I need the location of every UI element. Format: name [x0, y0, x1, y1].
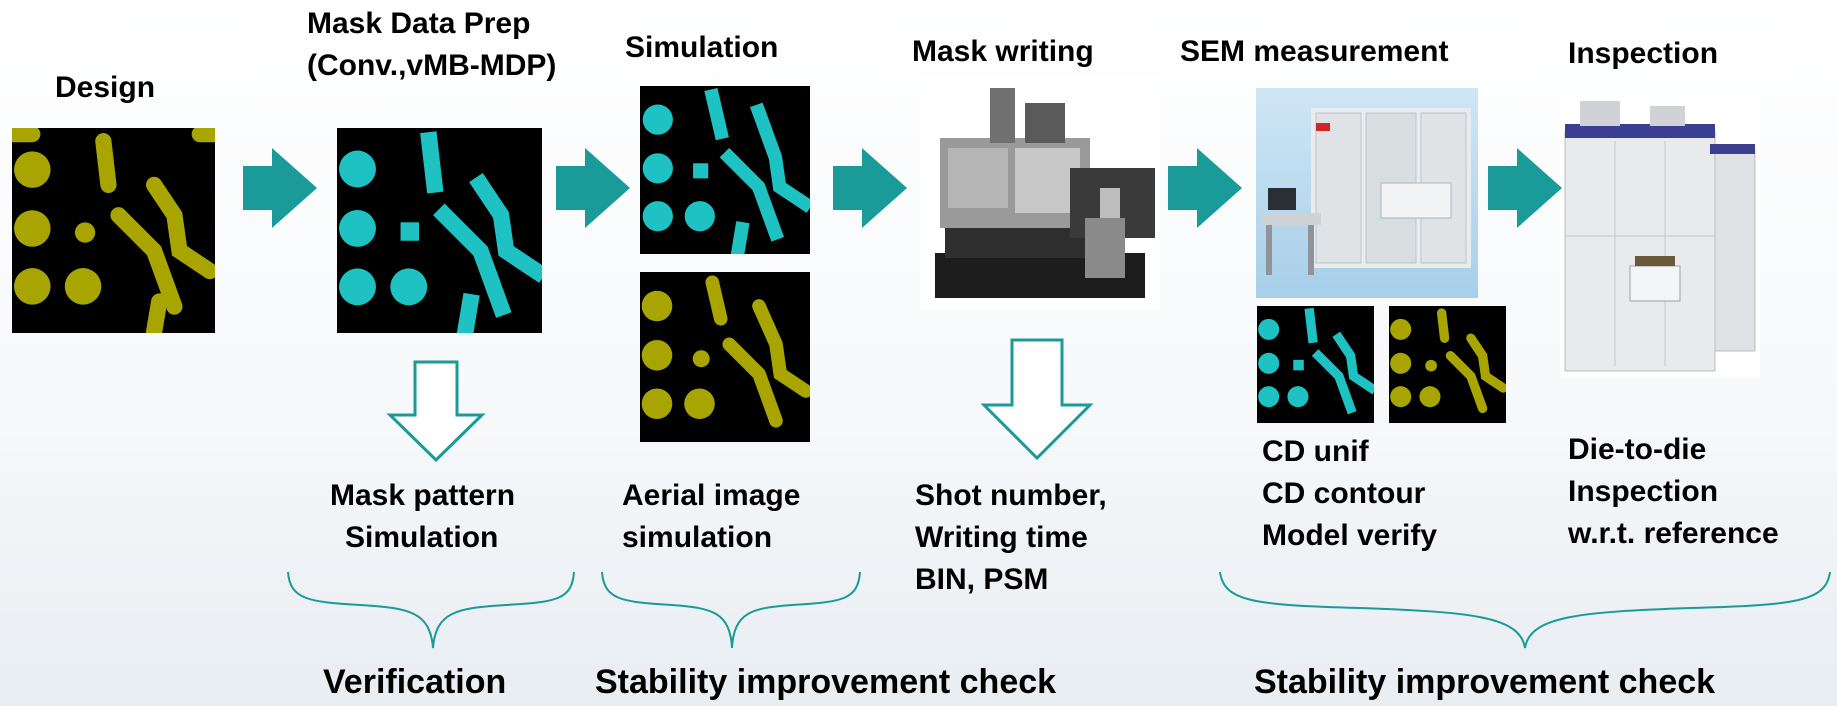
stability-check-label-2: Stability improvement check: [1254, 663, 1716, 701]
design-pattern-image: [12, 128, 215, 333]
curly-brace-icon: [1219, 571, 1831, 649]
mask-writing-note-line3: BIN, PSM: [915, 563, 1049, 596]
stability-check-label-1: Stability improvement check: [595, 663, 1057, 701]
sem-note-line1: CD unif: [1262, 435, 1369, 468]
simulation-mask-pattern-image: [640, 86, 810, 254]
sem-aerial-image: [1389, 306, 1506, 423]
sem-title: SEM measurement: [1180, 35, 1449, 68]
down-arrow-icon: [980, 338, 1094, 461]
mask-writing-note-line2: Writing time: [915, 521, 1088, 554]
verification-label: Verification: [323, 663, 507, 701]
right-arrow-icon: [243, 148, 317, 228]
right-arrow-icon: [1488, 148, 1562, 228]
simulation-note-line1: Aerial image: [622, 479, 801, 512]
design-title: Design: [55, 71, 156, 104]
simulation-note-line2: simulation: [622, 521, 773, 554]
mask-writer-machine-image: [920, 78, 1160, 310]
mdp-note-line2: Simulation: [345, 521, 499, 554]
down-arrow-icon: [386, 360, 486, 463]
mdp-note-line1: Mask pattern: [330, 479, 516, 512]
mask-writing-title: Mask writing: [912, 35, 1094, 68]
mdp-title-line2: (Conv.,vMB-MDP): [307, 49, 557, 82]
right-arrow-icon: [833, 148, 907, 228]
sem-machine-image: [1256, 88, 1478, 298]
inspection-note-line1: Die-to-die: [1568, 433, 1707, 466]
right-arrow-icon: [1168, 148, 1242, 228]
simulation-title: Simulation: [625, 31, 779, 64]
sem-mask-pattern-image: [1257, 306, 1374, 423]
curly-brace-icon: [601, 571, 861, 649]
inspection-note-line3: w.r.t. reference: [1568, 517, 1779, 550]
sem-note-line2: CD contour: [1262, 477, 1426, 510]
mdp-pattern-image: [337, 128, 542, 333]
mdp-title-line1: Mask Data Prep: [307, 7, 531, 40]
right-arrow-icon: [556, 148, 630, 228]
mask-writing-note-line1: Shot number,: [915, 479, 1107, 512]
sem-note-line3: Model verify: [1262, 519, 1438, 552]
curly-brace-icon: [287, 571, 575, 649]
simulation-aerial-image: [640, 272, 810, 442]
inspection-machine-image: [1560, 96, 1760, 378]
inspection-title: Inspection: [1568, 37, 1719, 70]
inspection-note-line2: Inspection: [1568, 475, 1719, 508]
